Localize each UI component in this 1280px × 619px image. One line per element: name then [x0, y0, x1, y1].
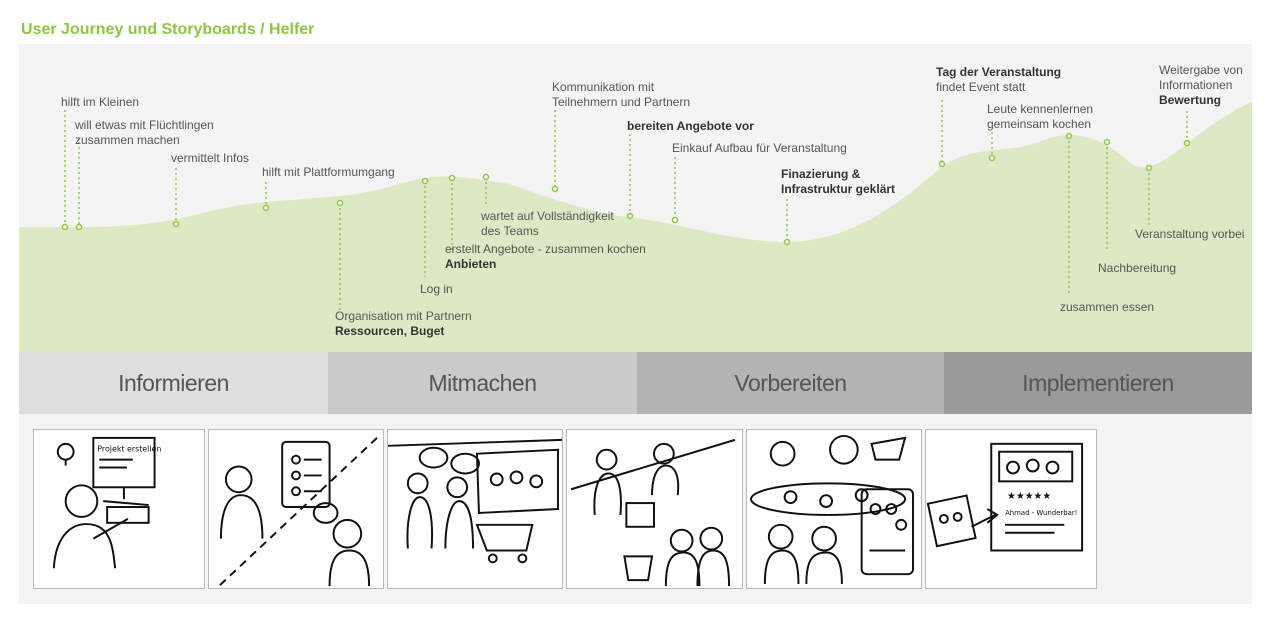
storyboard-card-4 [566, 429, 743, 589]
label-line: wartet auf Vollständigkeit [481, 209, 614, 223]
label-line-bold: Tag der Veranstaltung [936, 65, 1062, 79]
sketch-text: Ahmad - Wunderbar! [1005, 509, 1077, 517]
label-line-bold: Ressourcen, Buget [335, 324, 445, 338]
label-line: gemeinsam kochen [987, 117, 1092, 131]
storyboard-card-2 [208, 429, 384, 589]
sketch-supermarket [388, 438, 562, 564]
label-veranstaltung-vorbei: Veranstaltung vorbei [1135, 227, 1245, 241]
stars-text: ★★★★★ [1007, 491, 1051, 502]
sketch-phone-info [218, 437, 378, 587]
label-line-bold: bereiten Angebote vor [627, 119, 754, 133]
label-kommunikation: Kommunikation mit Teilnehmern und Partne… [552, 80, 690, 110]
curve-area [19, 102, 1252, 352]
label-line: erstellt Angebote - zusammen kochen [445, 242, 646, 256]
label-tag-der-veranstaltung: Tag der Veranstaltung findet Event statt [936, 65, 1061, 95]
label-fluechtlinge: will etwas mit Flüchtlingen zusammen mac… [75, 118, 214, 148]
label-einkauf: Einkauf Aufbau für Veranstaltung [672, 141, 847, 155]
label-kennenlernen: Leute kennenlernen gemeinsam kochen [987, 102, 1093, 132]
label-finanzierung: Finazierung & Infrastruktur geklärt [781, 167, 895, 197]
label-line-bold: Infrastruktur geklärt [781, 182, 896, 196]
label-anbieten: erstellt Angebote - zusammen kochen Anbi… [445, 242, 646, 272]
label-line: des Teams [481, 224, 539, 238]
label-bereiten-vor: bereiten Angebote vor [627, 119, 754, 134]
label-line: Teilnehmern und Partnern [552, 95, 691, 109]
page-title: User Journey und Storyboards / Helfer [21, 21, 315, 38]
label-vermittelt-infos: vermittelt Infos [171, 151, 250, 165]
connector-lines [64, 100, 1188, 312]
label-line-bold: Bewertung [1159, 93, 1222, 107]
label-weitergabe: Weitergabe von Informationen Bewertung [1159, 63, 1243, 108]
sketch-computer-user: Projekt erstellen [52, 436, 161, 569]
sketch-text: Projekt erstellen [97, 445, 161, 454]
storyboard-card-5 [746, 429, 922, 589]
sketch-dinner [750, 434, 914, 585]
label-line: Organisation mit Partnern [335, 309, 472, 323]
label-line-bold: Finazierung & [781, 167, 861, 181]
label-log-in: Log in [420, 282, 453, 296]
storyboard-card-3 [387, 429, 563, 589]
label-hilft-im-kleinen: hilft im Kleinen [61, 95, 140, 109]
label-line: Leute kennenlernen [987, 102, 1094, 116]
journey-dots [61, 132, 1191, 246]
sketch-kitchen [570, 438, 736, 587]
journey-panel [19, 44, 1252, 352]
storyboard-card-6: ★★★★★ Ahmad - Wunderbar! [925, 429, 1097, 589]
label-line: Kommunikation mit [552, 80, 655, 94]
sketch-review: ★★★★★ Ahmad - Wunderbar! [926, 442, 1084, 552]
label-line: zusammen machen [75, 133, 180, 147]
label-line: Informationen [1159, 78, 1233, 92]
label-plattformumgang: hilft mit Plattformumgang [262, 165, 395, 179]
label-line-bold: Anbieten [445, 257, 497, 271]
label-nachbereitung: Nachbereitung [1098, 261, 1177, 275]
phase-vorbereiten: Vorbereiten [637, 352, 944, 414]
journey-curve [19, 100, 1252, 352]
label-line: will etwas mit Flüchtlingen [75, 118, 214, 132]
phase-implementieren: Implementieren [944, 352, 1252, 414]
label-wartet: wartet auf Vollständigkeit des Teams [481, 209, 614, 239]
label-organisation: Organisation mit Partnern Ressourcen, Bu… [335, 309, 472, 339]
label-line: findet Event statt [936, 80, 1026, 94]
storyboard-card-1: Projekt erstellen [33, 429, 205, 589]
label-line: Weitergabe von [1159, 63, 1243, 77]
phase-informieren: Informieren [19, 352, 328, 414]
phase-bar: Informieren Mitmachen Vorbereiten Implem… [19, 352, 1252, 414]
phase-mitmachen: Mitmachen [328, 352, 637, 414]
label-zusammen-essen: zusammen essen [1060, 300, 1155, 314]
